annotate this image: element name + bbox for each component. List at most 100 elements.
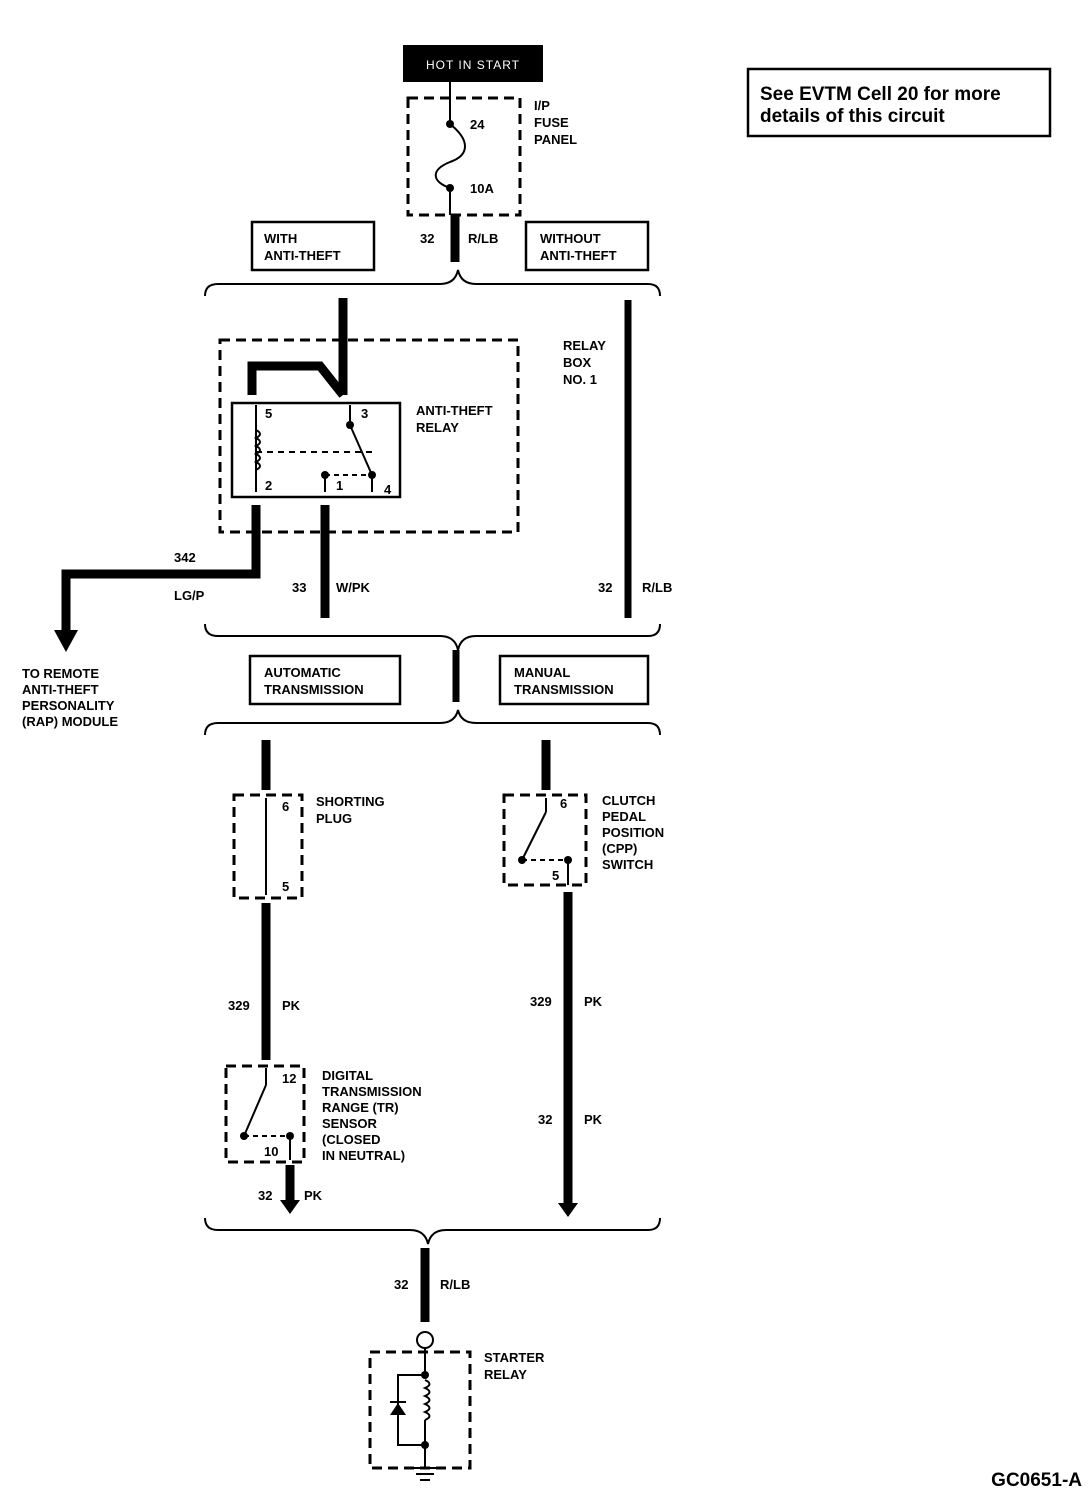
cpp-pin-top: 6 [560, 796, 567, 811]
wire-32-right-low-color: PK [584, 1112, 603, 1127]
arrow-down-icon [280, 1200, 300, 1214]
diode-icon [390, 1403, 406, 1415]
terminal-icon [416, 1331, 434, 1349]
relay-pin-1: 1 [336, 478, 343, 493]
option-brace-top [204, 269, 661, 297]
anti-theft-relay [230, 401, 402, 499]
wire-32-bottom-color: R/LB [440, 1277, 470, 1292]
tr-label-2: TRANSMISSION [322, 1084, 422, 1099]
shorting-plug [232, 793, 304, 900]
rap-module-1: TO REMOTE [22, 666, 99, 681]
relay-pin-5: 5 [265, 406, 272, 421]
option-brace-lower [204, 709, 661, 736]
relay-box-label-2: BOX [563, 355, 592, 370]
starter-relay [368, 1350, 472, 1470]
relay-label-2: RELAY [416, 420, 459, 435]
ground-icon [412, 1467, 438, 1481]
cpp-label-4: (CPP) [602, 841, 637, 856]
shorting-plug-label-2: PLUG [316, 811, 352, 826]
with-anti-theft-2: ANTI-THEFT [264, 248, 341, 263]
arrow-down-icon [558, 1203, 578, 1217]
cpp-switch-icon [521, 811, 547, 861]
fuse-icon [434, 123, 466, 189]
rap-module-3: PERSONALITY [22, 698, 115, 713]
option-manual [498, 654, 650, 706]
relay-coil-icon [253, 429, 261, 471]
shorting-plug-label-1: SHORTING [316, 794, 385, 809]
cpp-label-3: POSITION [602, 825, 664, 840]
shorting-plug-pin-top: 6 [282, 799, 289, 814]
manual-2: TRANSMISSION [514, 682, 614, 697]
fuse-panel-label-3: PANEL [534, 132, 577, 147]
fuse-pin: 24 [470, 117, 485, 132]
tr-label-4: SENSOR [322, 1116, 378, 1131]
option-without-anti-theft [524, 220, 650, 272]
rap-module-2: ANTI-THEFT [22, 682, 99, 697]
cpp-label-2: PEDAL [602, 809, 646, 824]
option-with-anti-theft [250, 220, 376, 272]
with-anti-theft-1: WITH [264, 231, 297, 246]
relay-box-label-3: NO. 1 [563, 372, 597, 387]
relay-jumper-wire [247, 361, 347, 398]
note-line-1: See EVTM Cell 20 for more [760, 84, 1001, 105]
tr-sensor [224, 1064, 306, 1164]
relay-pin-4: 4 [384, 482, 392, 497]
fuse-panel-label-2: FUSE [534, 115, 569, 130]
without-anti-theft-1: WITHOUT [540, 231, 601, 246]
wire-32-right-color: R/LB [642, 580, 672, 595]
tr-pin-bottom: 10 [264, 1144, 278, 1159]
option-brace-bottom [204, 1217, 661, 1245]
cpp-pin-bottom: 5 [552, 868, 559, 883]
automatic-1: AUTOMATIC [264, 665, 341, 680]
relay-box-label-1: RELAY [563, 338, 606, 353]
wire-329-right-color: PK [584, 994, 603, 1009]
without-anti-theft-2: ANTI-THEFT [540, 248, 617, 263]
hot-in-start-text: HOT IN START [426, 58, 520, 72]
starter-coil-icon [422, 1379, 431, 1421]
option-automatic [248, 654, 402, 706]
tr-switch-icon [243, 1084, 267, 1137]
wire-33-circuit: 33 [292, 580, 306, 595]
wire-329-right-circuit: 329 [530, 994, 552, 1009]
note-line-2: details of this circuit [760, 106, 945, 127]
wire-33-color: W/PK [336, 580, 371, 595]
cpp-switch [502, 793, 588, 887]
manual-1: MANUAL [514, 665, 570, 680]
relay-switch-icon [349, 424, 373, 476]
wire-32-left-low-circuit: 32 [258, 1188, 272, 1203]
rap-module-4: (RAP) MODULE [22, 714, 118, 729]
relay-label-1: ANTI-THEFT [416, 403, 493, 418]
feed-wire-color: R/LB [468, 231, 498, 246]
fuse-panel [406, 82, 522, 217]
starter-relay-label-2: RELAY [484, 1367, 527, 1382]
shorting-plug-pin-bottom: 5 [282, 879, 289, 894]
tr-label-6: IN NEUTRAL) [322, 1148, 405, 1163]
option-brace-middle [204, 623, 661, 651]
tr-label-3: RANGE (TR) [322, 1100, 399, 1115]
wire-342 [61, 505, 261, 635]
wire-32-right-low-circuit: 32 [538, 1112, 552, 1127]
wire-329-left-circuit: 329 [228, 998, 250, 1013]
wire-342-circuit: 342 [174, 550, 196, 565]
hot-in-start-badge [403, 45, 543, 82]
tr-label-1: DIGITAL [322, 1068, 373, 1083]
relay-box [218, 338, 520, 534]
feed-wire-circuit: 32 [420, 231, 434, 246]
tr-label-5: (CLOSED [322, 1132, 381, 1147]
note-box [746, 67, 1052, 138]
cpp-label-5: SWITCH [602, 857, 653, 872]
tr-pin-top: 12 [282, 1071, 296, 1086]
automatic-2: TRANSMISSION [264, 682, 364, 697]
starter-relay-label-1: STARTER [484, 1350, 545, 1365]
wire-342-color: LG/P [174, 588, 205, 603]
cpp-label-1: CLUTCH [602, 793, 655, 808]
wire-32-bottom-circuit: 32 [394, 1277, 408, 1292]
wire-32-right-circuit: 32 [598, 580, 612, 595]
fuse-panel-label-1: I/P [534, 98, 550, 113]
relay-pin-2: 2 [265, 478, 272, 493]
wire-329-left-color: PK [282, 998, 301, 1013]
figure-id: GC0651-A [991, 1470, 1082, 1491]
wire-32-left-low-color: PK [304, 1188, 323, 1203]
relay-pin-3: 3 [361, 406, 368, 421]
